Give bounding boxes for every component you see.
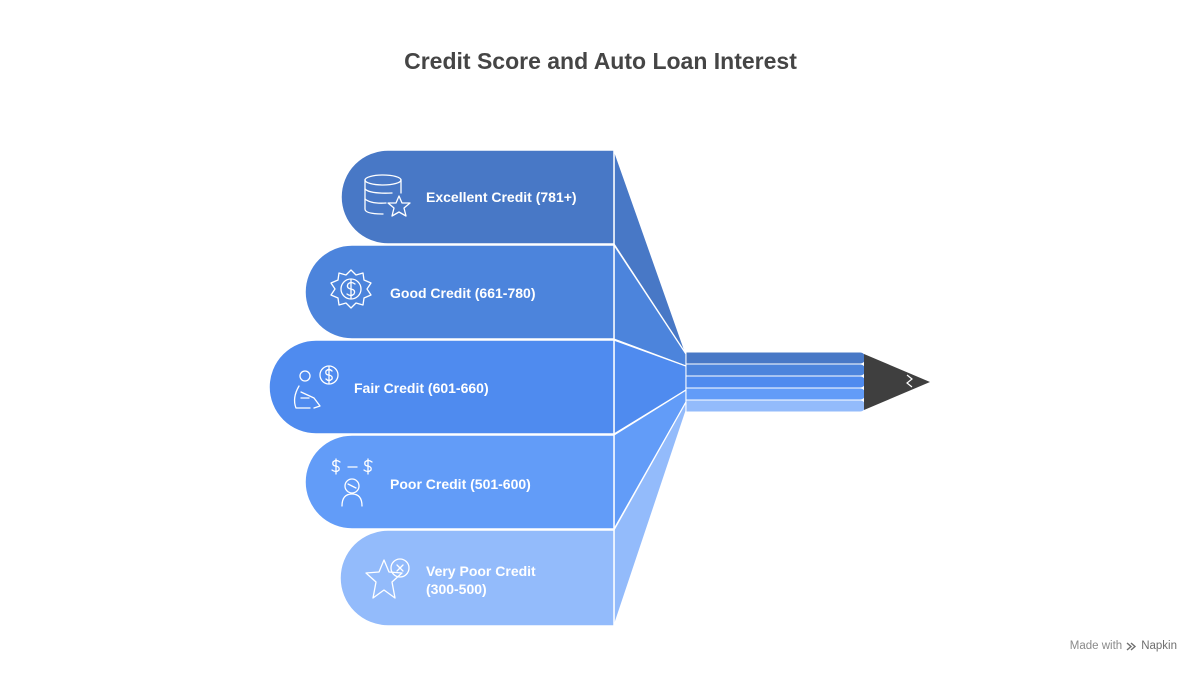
person-dollar-icon bbox=[293, 365, 339, 409]
gear-dollar-icon bbox=[330, 269, 372, 309]
napkin-logo-icon bbox=[1126, 641, 1137, 651]
band-very-poor bbox=[339, 529, 615, 627]
pencil-strip-3 bbox=[685, 375, 867, 389]
tier-label-fair: Fair Credit (601-660) bbox=[354, 380, 489, 396]
pencil-strip-5 bbox=[685, 399, 867, 413]
coins-star-icon bbox=[364, 174, 411, 217]
band-good bbox=[304, 244, 615, 340]
funnel-wedges bbox=[613, 149, 687, 627]
made-with-text: Made with bbox=[1069, 640, 1123, 652]
tier-label-very-poor: Very Poor Credit (300-500) bbox=[426, 563, 536, 597]
pencil-strip-1 bbox=[685, 351, 867, 365]
tier-label-excellent: Excellent Credit (781+) bbox=[426, 189, 577, 205]
pencil-strip-4 bbox=[685, 387, 867, 401]
star-x-icon bbox=[365, 558, 410, 599]
band-fair bbox=[268, 339, 615, 435]
pencil-strip-2 bbox=[685, 363, 867, 377]
napkin-brand-text: Napkin bbox=[1141, 640, 1177, 652]
band-excellent bbox=[340, 149, 615, 245]
tier-label-good: Good Credit (661-780) bbox=[390, 285, 536, 301]
pencil-tip-icon bbox=[864, 354, 930, 410]
made-with-napkin-credit[interactable]: Made with Napkin bbox=[1070, 640, 1177, 652]
tier-label-poor: Poor Credit (501-600) bbox=[390, 476, 531, 492]
tier-bands bbox=[268, 149, 615, 627]
band-poor bbox=[304, 434, 615, 530]
page-title: Credit Score and Auto Loan Interest bbox=[404, 48, 797, 74]
person-dollar-minus-icon bbox=[331, 458, 373, 507]
pencil-body bbox=[685, 351, 867, 413]
